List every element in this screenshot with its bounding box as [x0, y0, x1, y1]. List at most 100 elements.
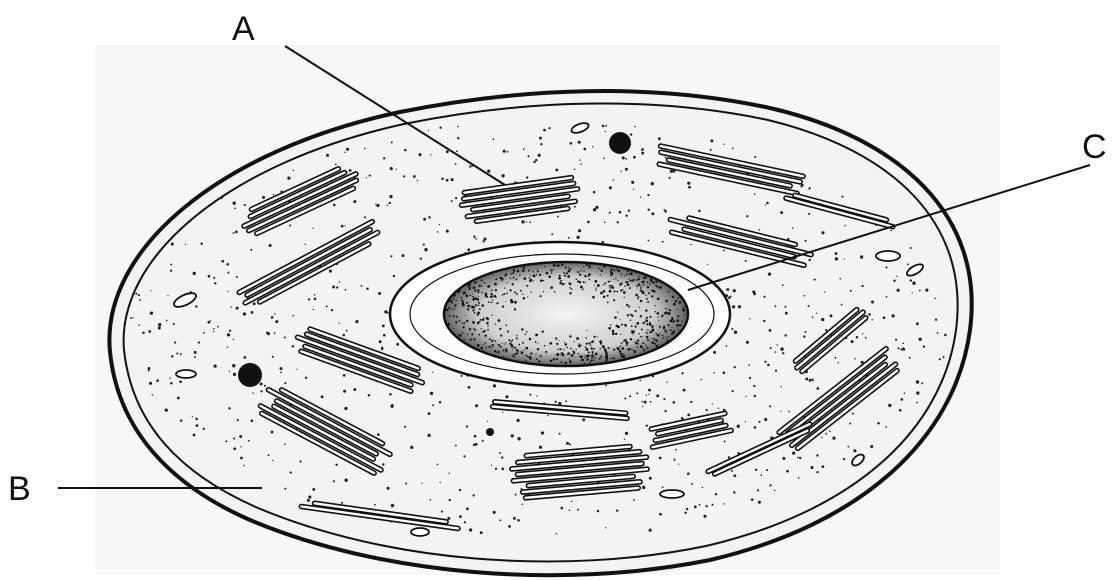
stipple-dot [593, 348, 595, 350]
stipple-dot [587, 358, 589, 360]
granule-dot [280, 367, 283, 370]
stipple-dot [632, 279, 634, 281]
granule-dot [647, 208, 649, 210]
granule-dot [907, 263, 909, 265]
stipple-dot [502, 305, 504, 307]
granule-dot [583, 148, 586, 151]
stipple-dot [636, 347, 637, 348]
stipple-dot [491, 340, 493, 342]
stipple-dot [592, 360, 594, 362]
stipple-dot [621, 273, 623, 275]
stipple-dot [593, 356, 595, 358]
granule-dot [540, 143, 542, 145]
granule-dot [559, 433, 561, 435]
stipple-dot [488, 301, 490, 303]
stipple-dot [498, 344, 500, 346]
stipple-dot [480, 319, 482, 321]
granule-dot [830, 314, 833, 317]
granule-dot [754, 156, 756, 158]
granule-dot [835, 257, 838, 260]
stipple-dot [670, 320, 673, 323]
granule-dot [854, 358, 856, 360]
granule-dot [847, 446, 849, 448]
granule-dot [731, 470, 733, 472]
stipple-dot [588, 351, 590, 353]
granule-dot [644, 401, 647, 404]
stipple-dot [628, 306, 630, 308]
stipple-dot [488, 285, 490, 287]
granule-dot [541, 431, 544, 434]
granule-dot [194, 351, 197, 354]
granule-dot [343, 374, 346, 377]
stipple-dot [586, 343, 588, 345]
granule-dot [474, 435, 477, 438]
granule-dot [774, 490, 776, 492]
granule-dot [275, 320, 278, 323]
stipple-dot [526, 285, 527, 286]
granule-dot [605, 385, 607, 387]
granule-dot [694, 506, 697, 509]
stipple-dot [471, 334, 473, 336]
stipple-dot [576, 349, 577, 350]
stipple-dot [500, 346, 502, 348]
stipple-dot [647, 286, 649, 288]
stipple-dot [636, 322, 639, 325]
stipple-dot [649, 340, 650, 341]
granule-dot [732, 305, 735, 308]
granule-dot [912, 292, 913, 293]
stipple-dot [455, 321, 457, 323]
stipple-dot [449, 300, 451, 302]
granule-dot [849, 423, 851, 425]
granule-dot [656, 394, 659, 397]
granule-dot [487, 421, 488, 422]
granule-dot [569, 443, 571, 445]
stipple-dot [676, 324, 679, 327]
granule-dot [289, 224, 291, 226]
granule-dot [860, 255, 863, 258]
granule-dot [174, 342, 176, 344]
stipple-dot [635, 294, 638, 297]
stipple-dot [537, 270, 539, 272]
stipple-dot [453, 298, 455, 300]
stipple-dot [499, 328, 501, 330]
granule-dot [375, 204, 377, 206]
stipple-dot [592, 296, 595, 299]
granule-dot [839, 278, 841, 280]
stipple-dot [462, 322, 464, 324]
stipple-dot [516, 294, 518, 296]
stipple-dot [597, 336, 598, 337]
stipple-dot [590, 344, 592, 346]
stipple-dot [640, 287, 642, 289]
granule-dot [312, 488, 315, 491]
stipple-dot [491, 293, 493, 295]
granule-dot [526, 221, 527, 222]
stipple-dot [613, 357, 615, 359]
stipple-dot [585, 337, 587, 339]
granule-dot [734, 331, 737, 334]
stipple-dot [546, 272, 549, 275]
stipple-dot [494, 283, 497, 286]
stipple-dot [612, 330, 615, 333]
stipple-dot [609, 287, 611, 289]
stipple-dot [645, 332, 646, 333]
granule-dot [308, 298, 310, 300]
stipple-dot [509, 289, 511, 291]
stipple-dot [649, 323, 652, 326]
granule-dot [217, 326, 219, 328]
stipple-dot [626, 281, 628, 283]
granule-dot [341, 225, 344, 228]
granule-dot [345, 479, 348, 482]
stipple-dot [630, 280, 632, 282]
granule-dot [576, 236, 579, 239]
stipple-dot [475, 304, 477, 306]
granule-dot [551, 233, 553, 235]
stipple-dot [666, 340, 668, 342]
granule-dot [466, 507, 469, 510]
stipple-dot [456, 299, 457, 300]
stipple-dot [650, 279, 652, 281]
granule-dot [730, 296, 732, 298]
granule-dot [784, 334, 786, 336]
stipple-dot [607, 301, 609, 303]
granule-dot [228, 407, 230, 409]
